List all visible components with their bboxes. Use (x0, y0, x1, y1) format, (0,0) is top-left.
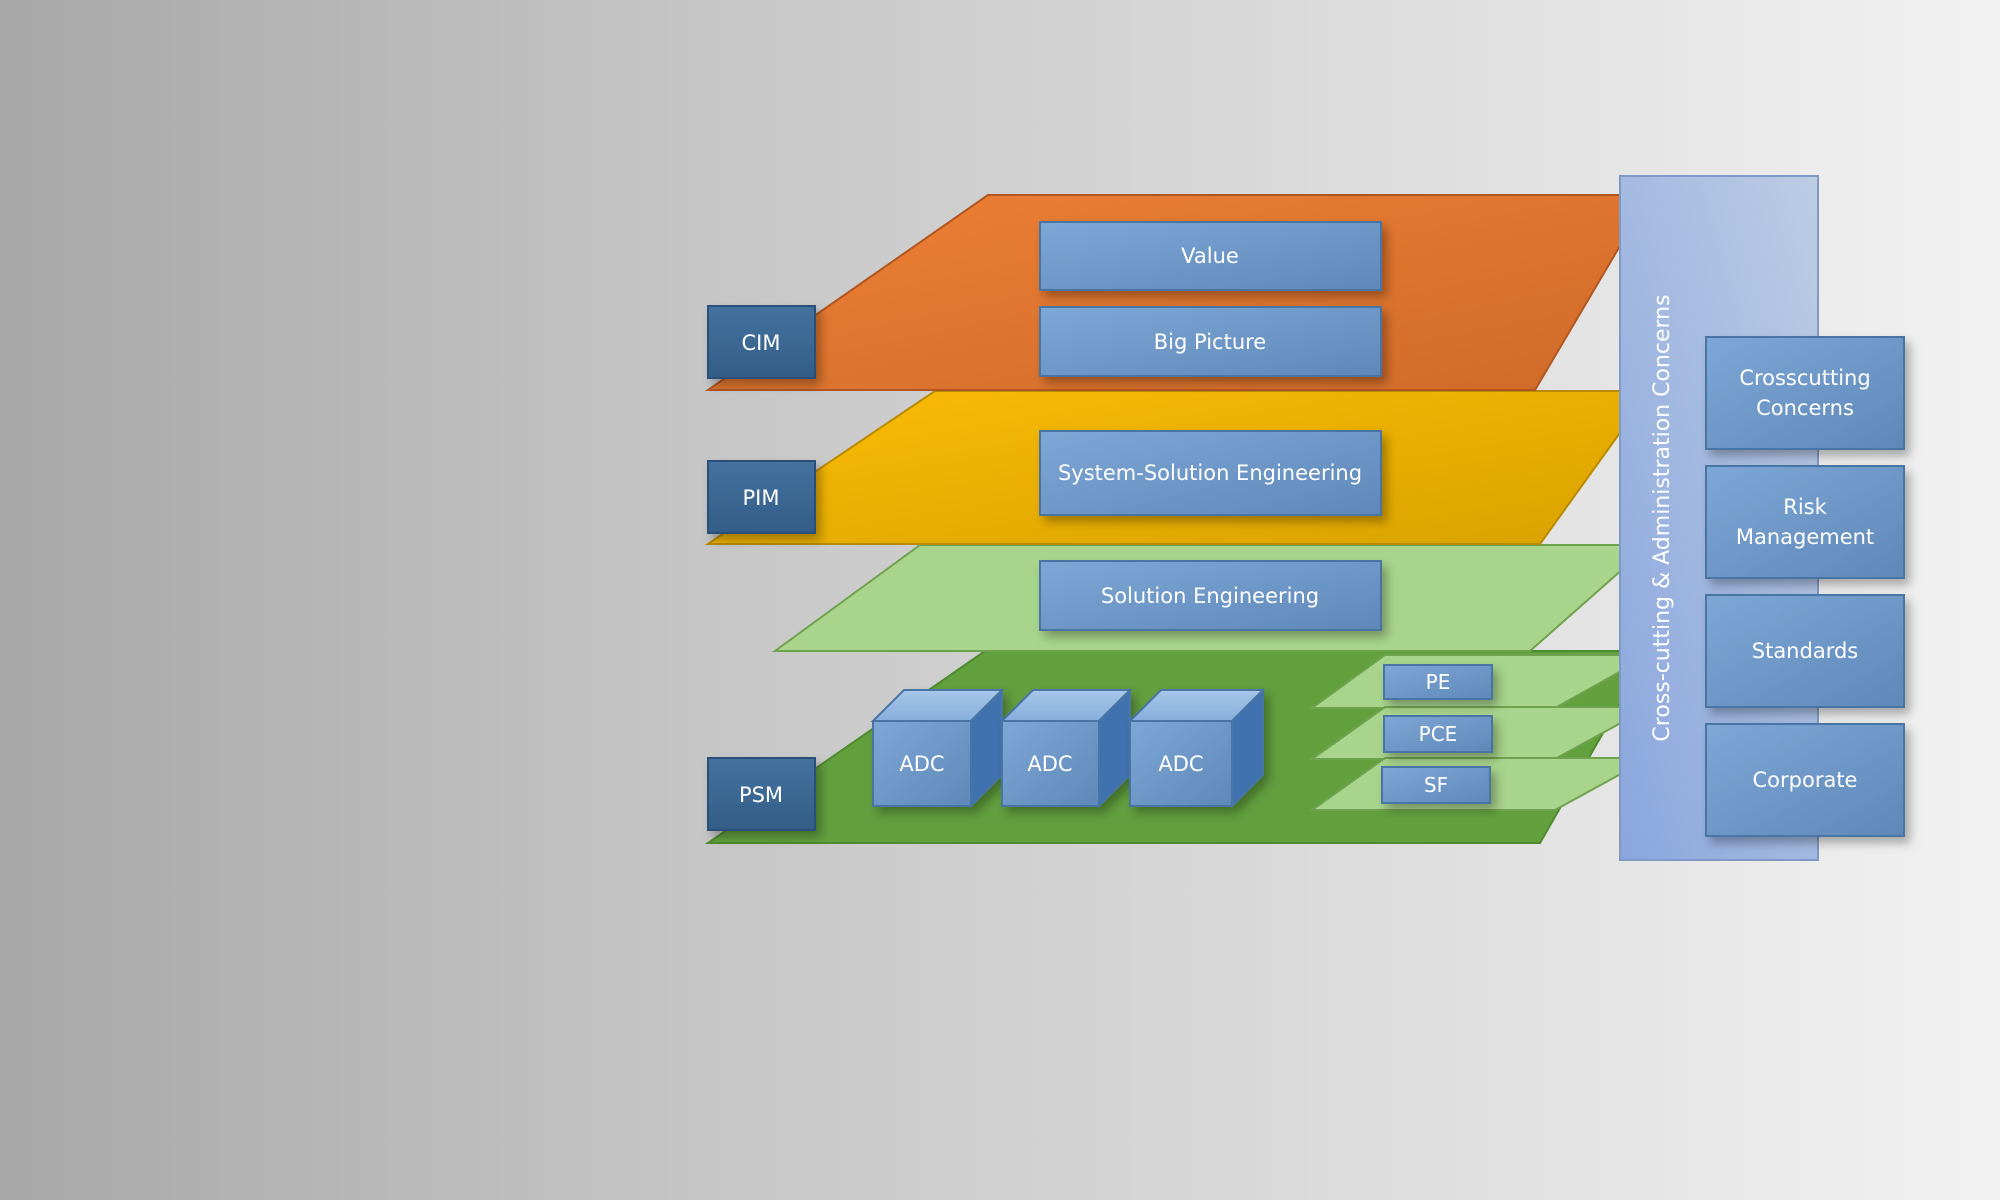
big-picture-label: Big Picture (1154, 330, 1266, 354)
value-box[interactable]: Value (1039, 221, 1382, 291)
pce-label: PCE (1419, 722, 1458, 746)
risk-management-line1: Risk (1783, 495, 1827, 519)
corporate-box[interactable]: Corporate (1705, 723, 1905, 837)
sf-box[interactable]: SF (1381, 766, 1491, 804)
system-solution-engineering-box[interactable]: System-Solution Engineering (1039, 430, 1382, 516)
adc-cube-3[interactable]: ADC (1127, 687, 1266, 809)
adc-cube-2-label: ADC (1027, 752, 1072, 776)
standards-label: Standards (1752, 639, 1858, 663)
cim-label-box[interactable]: CIM (707, 305, 816, 379)
adc-cube-2[interactable]: ADC (999, 687, 1133, 809)
pim-label-box[interactable]: PIM (707, 460, 816, 534)
corporate-label: Corporate (1753, 768, 1858, 792)
pim-label: PIM (743, 486, 780, 510)
pe-box[interactable]: PE (1383, 664, 1493, 700)
big-picture-box[interactable]: Big Picture (1039, 306, 1382, 377)
pce-box[interactable]: PCE (1383, 715, 1493, 753)
crosscutting-concerns-box[interactable]: Crosscutting Concerns (1705, 336, 1905, 450)
value-label: Value (1181, 244, 1239, 268)
solution-engineering-label: Solution Engineering (1101, 584, 1319, 608)
adc-cube-1[interactable]: ADC (870, 687, 1005, 809)
psm-label: PSM (739, 783, 783, 807)
risk-management-box[interactable]: Risk Management (1705, 465, 1905, 579)
solution-engineering-box[interactable]: Solution Engineering (1039, 560, 1382, 631)
adc-cube-3-label: ADC (1158, 752, 1203, 776)
crosscutting-bar-label: Cross-cutting & Administration Concerns (1650, 294, 1675, 741)
psm-label-box[interactable]: PSM (707, 757, 816, 831)
cim-label: CIM (742, 331, 781, 355)
system-solution-engineering-label: System-Solution Engineering (1058, 461, 1362, 485)
sf-label: SF (1424, 773, 1448, 797)
crosscutting-concerns-line2: Concerns (1756, 396, 1854, 420)
risk-management-line2: Management (1736, 525, 1874, 549)
standards-box[interactable]: Standards (1705, 594, 1905, 708)
crosscutting-concerns-line1: Crosscutting (1739, 366, 1870, 390)
adc-cube-1-label: ADC (899, 752, 944, 776)
pe-label: PE (1426, 670, 1451, 694)
